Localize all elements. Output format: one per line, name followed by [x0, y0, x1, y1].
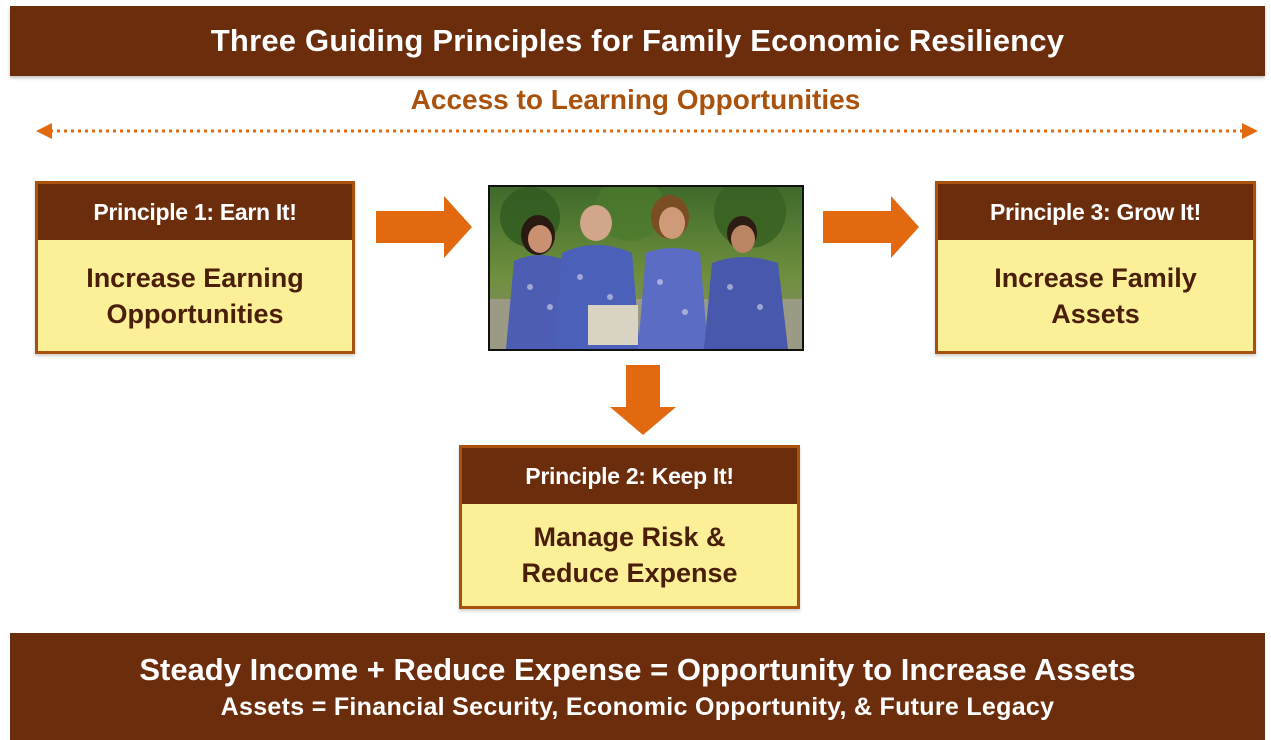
principle-1-box: Principle 1: Earn It! Increase Earning O… — [35, 181, 355, 354]
family-photo-image — [490, 187, 802, 349]
footer-banner: Steady Income + Reduce Expense = Opportu… — [10, 633, 1265, 740]
principle-3-body: Increase Family Assets — [994, 262, 1197, 329]
family-photo — [488, 185, 804, 351]
principle-3-box: Principle 3: Grow It! Increase Family As… — [935, 181, 1256, 354]
principle-2-box: Principle 2: Keep It! Manage Risk & Redu… — [459, 445, 800, 609]
principle-1-body: Increase Earning Opportunities — [86, 262, 304, 329]
arrow-down-icon — [610, 365, 676, 435]
page-title: Three Guiding Principles for Family Econ… — [210, 23, 1065, 58]
principle-2-heading: Principle 2: Keep It! — [462, 448, 797, 504]
access-label: Access to Learning Opportunities — [410, 84, 861, 115]
footer-assets-definition: Assets = Financial Security, Economic Op… — [220, 692, 1055, 721]
arrow-right-icon — [823, 196, 919, 258]
title-banner: Three Guiding Principles for Family Econ… — [10, 6, 1265, 76]
principle-3-heading: Principle 3: Grow It! — [938, 184, 1253, 240]
footer-equation: Steady Income + Reduce Expense = Opportu… — [139, 651, 1136, 687]
principle-1-heading: Principle 1: Earn It! — [38, 184, 352, 240]
principle-2-body: Manage Risk & Reduce Expense — [521, 522, 738, 588]
double-arrow-dotted-icon — [36, 123, 1258, 139]
arrow-right-icon — [376, 196, 472, 258]
